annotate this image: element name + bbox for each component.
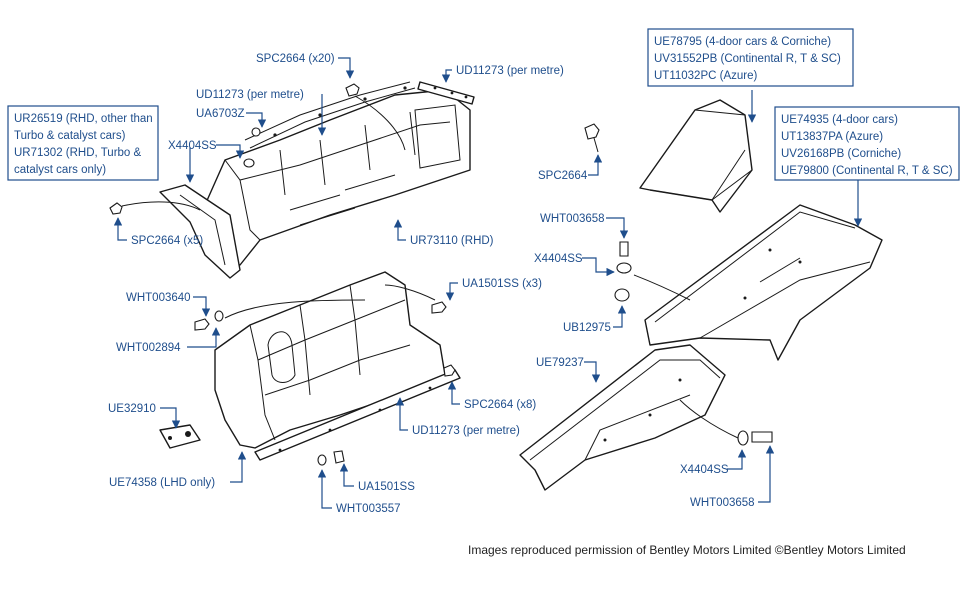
box-ur26519-line3: UR71302 (RHD, Turbo & bbox=[14, 147, 142, 159]
label-ud11273-top: UD11273 (per metre) bbox=[456, 65, 564, 77]
label-ub12975: UB12975 bbox=[563, 322, 611, 334]
box-ue74935-line4: UE79800 (Continental R, T & SC) bbox=[781, 165, 953, 177]
label-ua1501ss: UA1501SS bbox=[358, 481, 415, 493]
label-ue79237: UE79237 bbox=[536, 357, 584, 369]
label-spc2664-x8: SPC2664 (x8) bbox=[464, 399, 536, 411]
label-ud11273-bottom: UD11273 (per metre) bbox=[412, 425, 520, 437]
label-ue74358: UE74358 (LHD only) bbox=[109, 477, 215, 489]
box-ue78795: UE78795 (4-door cars & Corniche) UV31552… bbox=[647, 28, 854, 87]
label-wht003658-top: WHT003658 bbox=[540, 213, 605, 225]
box-ue78795-line1: UE78795 (4-door cars & Corniche) bbox=[654, 36, 831, 48]
box-ur26519-line1: UR26519 (RHD, other than bbox=[14, 113, 153, 125]
label-x4404ss-bottom: X4404SS bbox=[680, 464, 729, 476]
heatshield-right-drawing bbox=[519, 99, 883, 491]
label-x4404ss-left: X4404SS bbox=[168, 140, 217, 152]
box-ue74935-line2: UT13837PA (Azure) bbox=[781, 131, 883, 143]
label-ud11273-mid: UD11273 (per metre) bbox=[196, 89, 304, 101]
heatshield-ur73110-drawing bbox=[109, 81, 475, 279]
box-ur26519: UR26519 (RHD, other than Turbo & catalys… bbox=[7, 105, 159, 181]
box-ue74935-line3: UV26168PB (Corniche) bbox=[781, 148, 901, 160]
box-ue78795-line3: UT11032PC (Azure) bbox=[654, 70, 757, 82]
leader-lines bbox=[113, 57, 863, 509]
box-ur26519-line2: Turbo & catalyst cars) bbox=[14, 130, 126, 142]
label-wht002894: WHT002894 bbox=[116, 342, 181, 354]
label-ua1501ss-x3: UA1501SS (x3) bbox=[462, 278, 542, 290]
label-wht003640: WHT003640 bbox=[126, 292, 191, 304]
label-ue32910: UE32910 bbox=[108, 403, 156, 415]
box-ue78795-line2: UV31552PB (Continental R, T & SC) bbox=[654, 53, 841, 65]
label-x4404ss-mid: X4404SS bbox=[534, 253, 583, 265]
label-spc2664-x5: SPC2664 (x5) bbox=[131, 235, 203, 247]
label-ua6703z: UA6703Z bbox=[196, 108, 245, 120]
label-ur73110: UR73110 (RHD) bbox=[410, 235, 494, 247]
label-spc2664-x20: SPC2664 (x20) bbox=[256, 53, 335, 65]
copyright-caption: Images reproduced permission of Bentley … bbox=[468, 543, 906, 557]
box-ur26519-line4: catalyst cars only) bbox=[14, 164, 106, 176]
heatshield-lhd-drawing bbox=[159, 271, 461, 466]
label-wht003658-bottom: WHT003658 bbox=[690, 497, 755, 509]
box-ue74935-line1: UE74935 (4-door cars) bbox=[781, 114, 898, 126]
label-wht003557: WHT003557 bbox=[336, 503, 401, 515]
label-spc2664-right: SPC2664 bbox=[538, 170, 588, 182]
callout-labels: SPC2664 (x20) UD11273 (per metre) UD1127… bbox=[108, 53, 755, 515]
box-ue74935: UE74935 (4-door cars) UT13837PA (Azure) … bbox=[774, 106, 960, 181]
